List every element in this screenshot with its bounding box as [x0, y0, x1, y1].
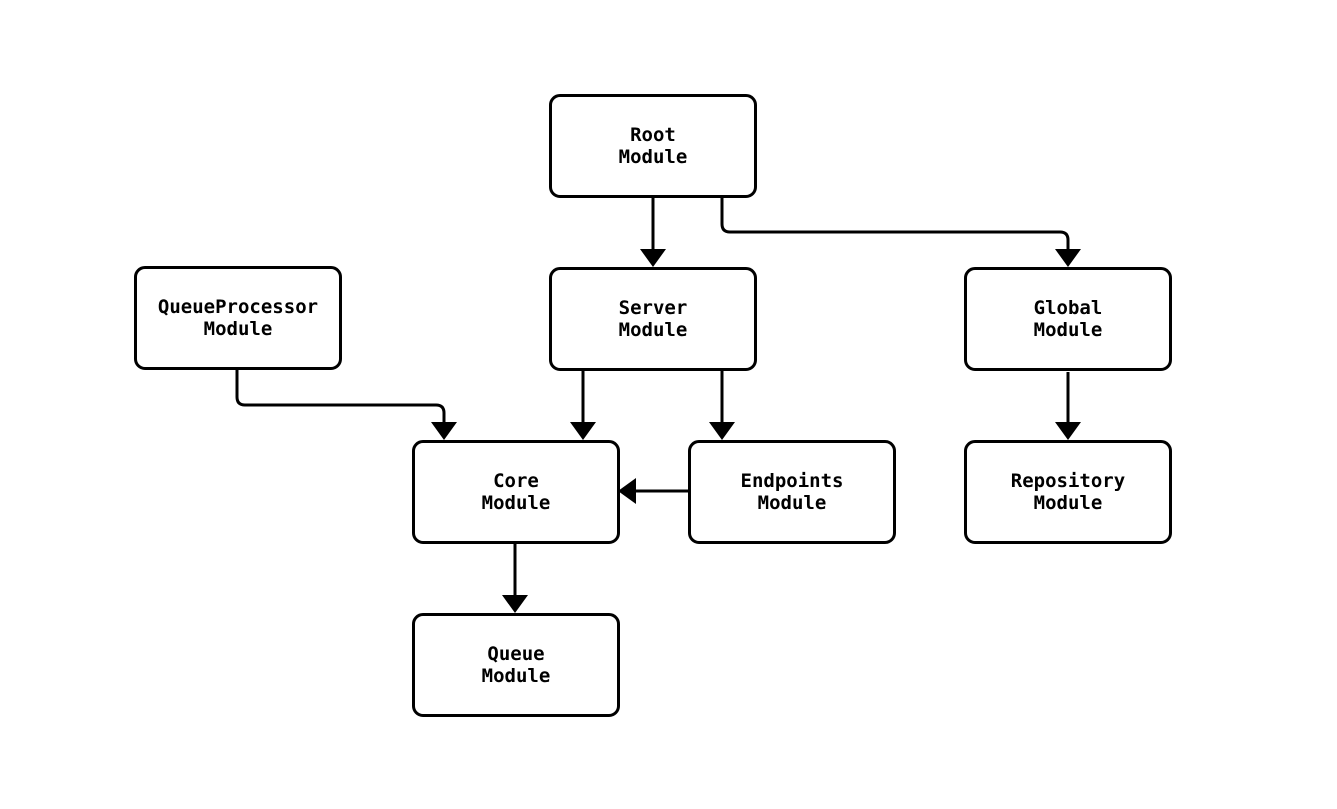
- edge-queueprocessor-core-arrowhead: [431, 422, 457, 440]
- node-queue-module: Queue Module: [412, 613, 620, 717]
- node-repository-label-line2: Module: [1033, 492, 1103, 514]
- node-queueprocessor-label-line1: QueueProcessor: [157, 296, 319, 318]
- edge-server-endpoints-arrowhead: [709, 422, 735, 440]
- node-queueprocessor-label-line2: Module: [203, 318, 273, 340]
- node-queue-label-line2: Module: [481, 665, 551, 687]
- node-global-label-line2: Module: [1033, 319, 1103, 341]
- edge-root-global-arrowhead: [1055, 249, 1081, 267]
- node-server-label-line2: Module: [618, 319, 688, 341]
- node-repository-module: Repository Module: [964, 440, 1172, 544]
- node-core-module: Core Module: [412, 440, 620, 544]
- node-core-label-line1: Core: [493, 470, 539, 492]
- node-server-label-line1: Server: [618, 297, 688, 319]
- edge-root-global-line: [720, 197, 1070, 251]
- node-global-label-line1: Global: [1033, 297, 1103, 319]
- node-root-module: Root Module: [549, 94, 757, 198]
- edge-global-repository-arrowhead: [1055, 422, 1081, 440]
- edge-endpoints-core-arrowhead: [618, 478, 636, 504]
- edge-root-server-arrowhead: [640, 249, 666, 267]
- node-server-module: Server Module: [549, 267, 757, 371]
- node-global-module: Global Module: [964, 267, 1172, 371]
- node-repository-label-line1: Repository: [1010, 470, 1126, 492]
- node-queue-label-line1: Queue: [487, 643, 545, 665]
- node-core-label-line2: Module: [481, 492, 551, 514]
- node-root-label-line1: Root: [630, 124, 676, 146]
- edge-core-queue-arrowhead: [502, 595, 528, 613]
- node-root-label-line2: Module: [618, 146, 688, 168]
- edge-server-core-arrowhead: [570, 422, 596, 440]
- node-endpoints-label-line1: Endpoints: [740, 470, 844, 492]
- node-endpoints-module: Endpoints Module: [688, 440, 896, 544]
- node-queueprocessor-module: QueueProcessor Module: [134, 266, 342, 370]
- node-endpoints-label-line2: Module: [757, 492, 827, 514]
- edge-queueprocessor-core-line: [235, 370, 446, 424]
